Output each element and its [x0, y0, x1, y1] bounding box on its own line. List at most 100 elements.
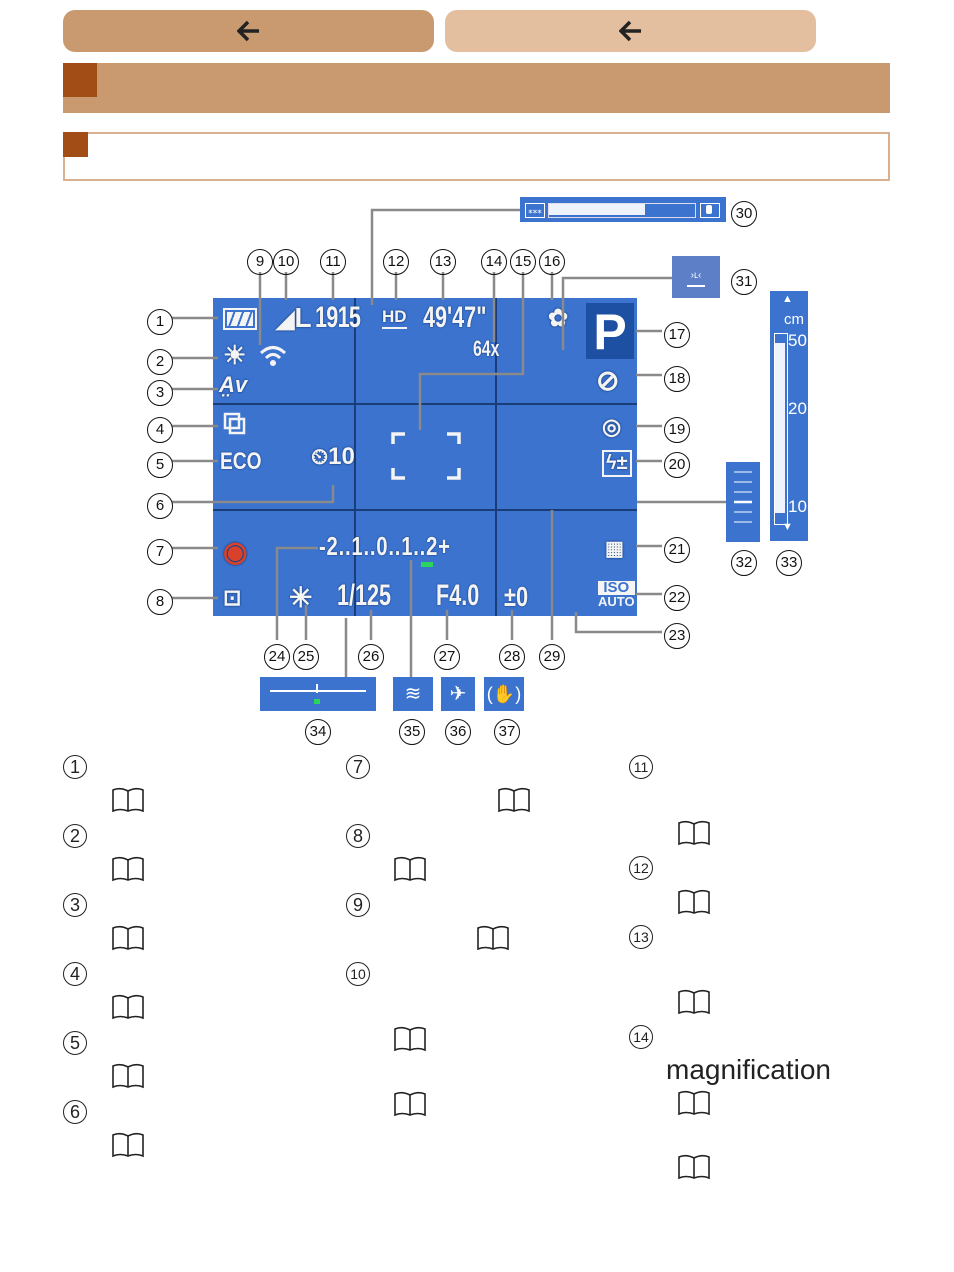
callout-2: 2 — [145, 343, 175, 375]
iso-speed: ISO AUTO — [598, 579, 635, 609]
callout-23: 23 — [662, 617, 692, 649]
callout-22: 22 — [662, 579, 692, 611]
focus-range-tick-10: 10 — [788, 497, 807, 516]
callout-4: 4 — [145, 411, 175, 443]
callout-33: 33 — [774, 544, 804, 576]
metering-icon: ⊡ — [223, 585, 242, 610]
camera-shake-icon: ◉ — [223, 536, 248, 567]
callout-1: 1 — [145, 303, 175, 335]
exposure-compensation: ±0 — [504, 581, 529, 612]
page-reference-book-icon[interactable] — [677, 1154, 711, 1180]
page-reference-book-icon[interactable] — [111, 1132, 145, 1158]
callout-21: 21 — [662, 531, 692, 563]
page-reference-book-icon[interactable] — [476, 925, 510, 951]
legend-item-14-text: magnification — [666, 1054, 831, 1085]
callout-34: 34 — [303, 713, 333, 745]
focus-range-tick-50: 50 — [788, 331, 807, 350]
callout-8: 8 — [145, 583, 175, 615]
focus-range-unit: cm — [784, 311, 804, 328]
page-reference-book-icon[interactable] — [111, 787, 145, 813]
callout-25: 25 — [291, 638, 321, 670]
page-reference-book-icon[interactable] — [111, 856, 145, 882]
wifi-icon — [258, 342, 288, 374]
callout-32: 32 — [729, 544, 759, 576]
callout-15: 15 — [508, 243, 538, 275]
svg-text:›ʟ‹: ›ʟ‹ — [691, 270, 702, 281]
legend-number-7: 7 — [346, 755, 370, 779]
exposure-level-marker — [421, 562, 433, 567]
callout-35: 35 — [397, 713, 427, 745]
page-reference-book-icon[interactable] — [677, 1090, 711, 1116]
page-reference-book-icon[interactable] — [111, 1063, 145, 1089]
subsection-heading-marker — [63, 132, 88, 157]
recording-quality: ◢L — [276, 302, 312, 333]
callout-16: 16 — [537, 243, 567, 275]
red-eye-icon: ◎ — [602, 414, 622, 439]
legend-number-11: 11 — [629, 755, 653, 779]
section-heading-marker — [63, 63, 97, 97]
subsection-heading-box — [63, 132, 890, 181]
callout-17: 17 — [662, 316, 692, 348]
callout-10: 10 — [271, 243, 301, 275]
dual-shot-indicator: ›ʟ‹ — [672, 256, 720, 298]
page-reference-book-icon[interactable] — [677, 889, 711, 915]
af-frame — [391, 432, 461, 480]
movie-time: 49'47" — [423, 301, 487, 334]
page-reference-book-icon[interactable] — [393, 1026, 427, 1052]
callout-19: 19 — [662, 411, 692, 443]
legend-number-1: 1 — [63, 755, 87, 779]
callout-5: 5 — [145, 446, 175, 478]
page-reference-book-icon[interactable] — [393, 1091, 427, 1117]
callout-24: 24 — [262, 638, 292, 670]
callout-12: 12 — [381, 243, 411, 275]
aperture-value: F4.0 — [436, 579, 480, 612]
page-reference-book-icon[interactable] — [497, 787, 531, 813]
battery-icon — [223, 308, 257, 330]
callout-30: 30 — [729, 195, 759, 227]
page-reference-book-icon[interactable] — [393, 856, 427, 882]
callout-28: 28 — [497, 638, 527, 670]
legend-number-8: 8 — [346, 824, 370, 848]
shots-remaining: 1915 — [315, 301, 361, 334]
callout-14: 14 — [479, 243, 509, 275]
mf-indicator — [726, 462, 760, 542]
section-heading-band — [63, 63, 890, 113]
page-reference-book-icon[interactable] — [111, 925, 145, 951]
legend-number-12: 12 — [629, 856, 653, 880]
legend-number-3: 3 — [63, 893, 87, 917]
eco-mode: ECO — [220, 448, 262, 475]
callout-31: 31 — [729, 263, 759, 295]
legend-number-6: 6 — [63, 1100, 87, 1124]
legend-number-9: 9 — [346, 893, 370, 917]
callout-20: 20 — [662, 446, 692, 478]
image-stabilization-icon: (✋) — [484, 677, 524, 711]
legend-number-2: 2 — [63, 824, 87, 848]
callout-6: 6 — [145, 487, 175, 519]
callout-37: 37 — [492, 713, 522, 745]
page-reference-book-icon[interactable] — [677, 989, 711, 1015]
page-reference-book-icon[interactable] — [677, 820, 711, 846]
zoom-frame-assist-bar — [260, 677, 376, 711]
exposure-level-scale: -2..1..0..1..2+ — [319, 531, 451, 561]
white-balance-icon: ☀ — [223, 340, 247, 370]
legend-number-4: 4 — [63, 962, 87, 986]
my-colors-icon: A̤v — [219, 372, 248, 397]
arrow-left-icon — [618, 20, 641, 42]
callout-26: 26 — [356, 638, 386, 670]
shutter-speed: 1/125 — [337, 579, 392, 612]
focus-range-tick-20: 20 — [788, 399, 807, 418]
next-page-button[interactable] — [445, 10, 816, 52]
legend-number-10: 10 — [346, 962, 370, 986]
callout-27: 27 — [432, 638, 462, 670]
flash-off-icon: ⊘ — [596, 365, 620, 396]
callout-11: 11 — [318, 243, 348, 275]
previous-page-button[interactable] — [63, 10, 434, 52]
callout-36: 36 — [443, 713, 473, 745]
wind-filter-icon: ≋ — [393, 677, 433, 711]
focus-range-bar: ▲ cm 50 20 10 ▼ — [770, 291, 808, 541]
callout-3: 3 — [145, 374, 175, 406]
page-reference-book-icon[interactable] — [111, 994, 145, 1020]
shooting-mode: P — [586, 303, 634, 360]
drive-mode-icon — [223, 412, 249, 443]
callout-29: 29 — [537, 638, 567, 670]
